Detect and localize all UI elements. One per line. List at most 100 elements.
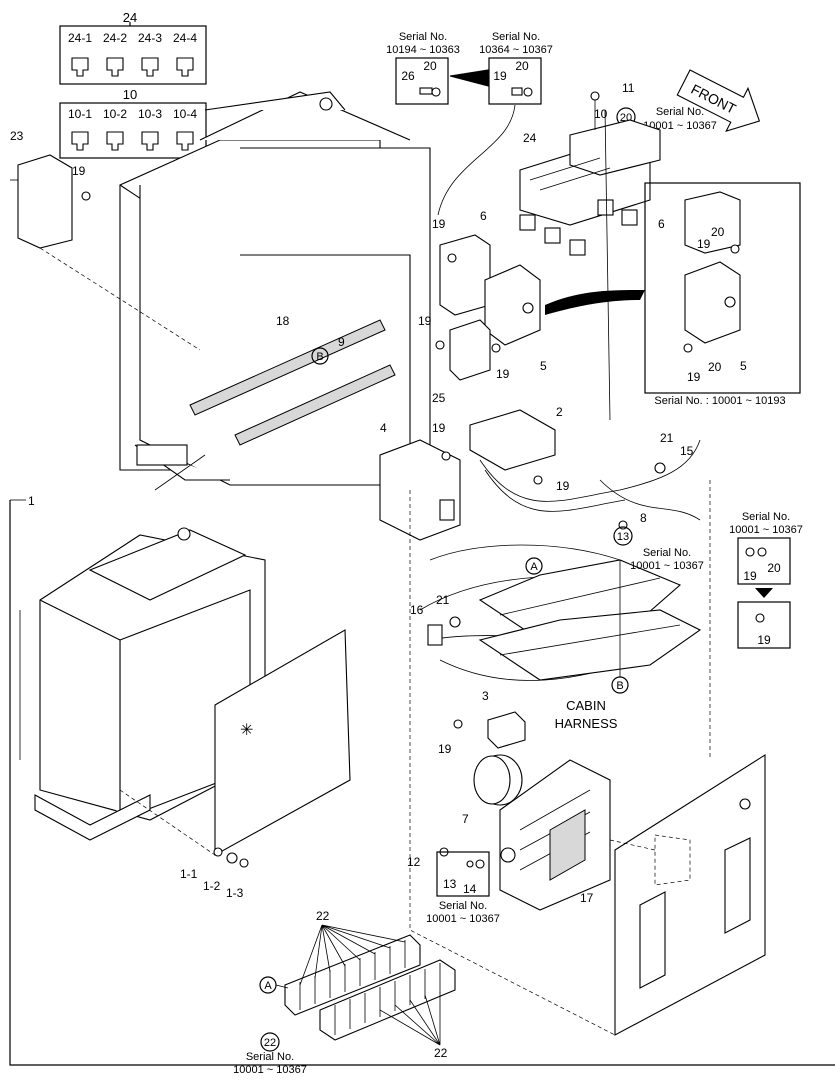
serial-box-10194: Serial No. 10194 ~ 10363 26 20 xyxy=(386,31,460,105)
serial-box-10194-part-a: 26 xyxy=(401,69,415,83)
serial-box-10194-title: Serial No. xyxy=(399,31,447,43)
callout-22-bottom: 22 xyxy=(434,1046,448,1060)
fuse-10-3-label: 10-3 xyxy=(138,107,162,121)
serial-box-10364: Serial No. 10364 ~ 10367 19 20 xyxy=(479,31,553,105)
callout-21-a: 21 xyxy=(660,431,674,445)
ecu-17: 17 xyxy=(499,759,611,911)
callout-5-inset: 5 xyxy=(740,359,747,373)
rail-9 xyxy=(234,364,396,446)
relay-6: 6 xyxy=(439,209,491,316)
ref-marker-a-mid: A xyxy=(530,561,538,573)
direction-arrow xyxy=(449,69,489,87)
bracket-23: 23 19 xyxy=(10,129,201,351)
callout-5: 5 xyxy=(540,359,547,373)
serial-box-10364-part-a: 19 xyxy=(493,69,507,83)
serial-note-d-title: Serial No. xyxy=(246,1051,294,1063)
ref-marker-b-mid: B xyxy=(616,680,623,692)
callout-22-top: 22 xyxy=(316,909,330,923)
callout-7: 7 xyxy=(462,812,469,826)
harness-label: HARNESS xyxy=(555,716,618,731)
callout-1-2: 1-2 xyxy=(203,879,221,893)
callout-10-top: 10 xyxy=(594,107,608,121)
callout-14: 14 xyxy=(463,882,477,896)
callout-23: 23 xyxy=(10,129,24,143)
callout-19-inset-a: 19 xyxy=(697,237,711,251)
relay-25: 25 xyxy=(432,319,491,405)
callout-13: 13 xyxy=(443,877,457,891)
callout-1-3: 1-3 xyxy=(226,886,244,900)
back-panel xyxy=(609,754,766,1036)
callout-19-bracket: 19 xyxy=(72,164,86,178)
callout-20-inset-a: 20 xyxy=(711,225,725,239)
callout-4: 4 xyxy=(380,421,387,435)
inset-pointer xyxy=(545,290,645,315)
serial-box-10364-range: 10364 ~ 10367 xyxy=(479,44,553,56)
serial-note-b-range: 10001 ~ 10367 xyxy=(630,560,704,572)
callout-19-d: 19 xyxy=(432,421,446,435)
serial-box-10194-part-b: 20 xyxy=(423,59,437,73)
callout-3: 3 xyxy=(482,689,489,703)
serial-note-d-range: 10001 ~ 10367 xyxy=(233,1064,307,1076)
fuse-box-24-number: 24 xyxy=(123,10,137,25)
serial-box-10364-title: Serial No. xyxy=(492,31,540,43)
callout-16: 16 xyxy=(410,603,424,617)
bolt-washer-icon xyxy=(419,87,441,97)
callout-13-circled: 13 xyxy=(617,531,629,543)
fuse-24-1-label: 24-1 xyxy=(68,31,92,45)
connector-bank xyxy=(478,559,702,681)
fuse-box-10: 10 10-1 10-2 10-3 10-4 xyxy=(59,87,207,159)
fuse-10-4-label: 10-4 xyxy=(173,107,197,121)
fuse-10-2-label: 10-2 xyxy=(103,107,127,121)
callout-19-e: 19 xyxy=(556,479,570,493)
callout-6-inset: 6 xyxy=(658,217,665,231)
serial-box-10001-title: Serial No. xyxy=(742,511,790,523)
serial-note-a-title: Serial No. xyxy=(656,106,704,118)
module-2: 2 xyxy=(469,405,563,471)
fuse-10-1-label: 10-1 xyxy=(68,107,92,121)
fuse-box-24: 24 24-1 24-2 24-3 24-4 xyxy=(59,10,207,85)
inset-serial-label: Serial No. : 10001 ~ 10193 xyxy=(654,395,785,407)
ref-marker-b-top: B xyxy=(316,351,323,363)
callout-2: 2 xyxy=(556,405,563,419)
callout-22-circled: 22 xyxy=(264,1037,276,1049)
serial-box-10364-part-b: 20 xyxy=(515,59,529,73)
relay-row-22-upper: 22 xyxy=(284,909,421,1016)
cover-plate: ✳ xyxy=(119,629,351,856)
callout-19-b: 19 xyxy=(418,314,432,328)
serial-note-b-title: Serial No. xyxy=(643,547,691,559)
serial-box-10001: Serial No. 10001 ~ 10367 19 20 19 xyxy=(729,511,803,649)
callout-1: 1 xyxy=(28,494,35,508)
serial-box-10001-part-a: 19 xyxy=(743,569,757,583)
cabin-label: CABIN xyxy=(566,698,606,713)
serial-box-13-14: 13 14 Serial No. 10001 ~ 10367 xyxy=(426,851,500,925)
fuse-10-icons xyxy=(71,131,194,151)
cover-mark-icon: ✳ xyxy=(240,722,253,739)
fuse-24-icons xyxy=(71,57,194,77)
serial-box-10001-range: 10001 ~ 10367 xyxy=(729,524,803,536)
callout-19-f: 19 xyxy=(438,742,452,756)
controller-4: 4 xyxy=(379,421,461,541)
callout-6: 6 xyxy=(480,209,487,223)
relay-row-22-lower: 22 xyxy=(319,959,456,1060)
main-housing xyxy=(119,91,431,491)
bolt-washer-icon xyxy=(511,87,533,97)
callout-19-inset-b: 19 xyxy=(687,370,701,384)
fuse-24-3-label: 24-3 xyxy=(138,31,162,45)
callout-8: 8 xyxy=(640,511,647,525)
callout-19-c: 19 xyxy=(496,367,510,381)
fuse-box-10-number: 10 xyxy=(123,87,137,102)
fuse-24-4-label: 24-4 xyxy=(173,31,197,45)
callout-9: 9 xyxy=(338,335,345,349)
fuse-24-2-label: 24-2 xyxy=(103,31,127,45)
callout-12: 12 xyxy=(407,855,421,869)
callout-24-main: 24 xyxy=(523,131,537,145)
callout-25: 25 xyxy=(432,391,446,405)
callout-15: 15 xyxy=(680,444,694,458)
callout-21-b: 21 xyxy=(436,593,450,607)
callout-19-a: 19 xyxy=(432,217,446,231)
callout-19-box-lower: 19 xyxy=(757,633,771,647)
inset-panel: 6 20 19 20 19 5 Serial No. : 10001 ~ 101… xyxy=(644,182,801,407)
gauge-7: 7 xyxy=(462,754,523,826)
